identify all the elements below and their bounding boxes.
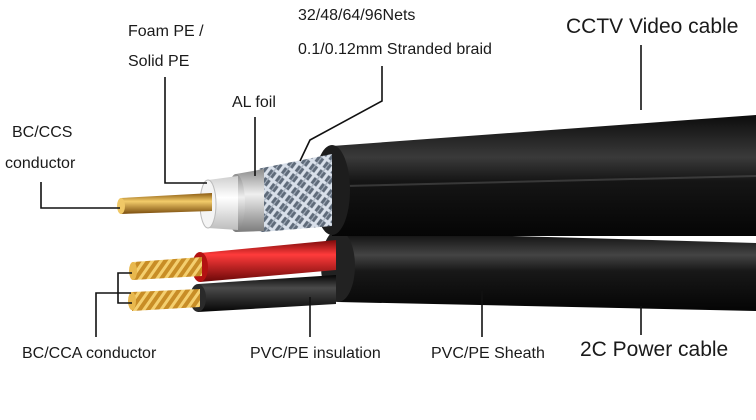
power-cable-jacket [338,231,756,311]
red-insulation [200,240,336,282]
leader-foam-pe [164,77,207,184]
leader-bc-cca [95,272,132,337]
label-foam-pe: Foam PE / [128,23,204,40]
red-strands [133,257,202,280]
video-cable-jacket [332,115,756,236]
braid-shield [262,154,332,232]
center-conductor [121,193,212,214]
leader-braid [299,66,383,162]
foam-dielectric [208,176,238,230]
label-pvc-pe-insulation: PVC/PE insulation [250,345,381,362]
label-braid: 0.1/0.12mm Stranded braid [298,41,492,58]
label-conductor: conductor [5,155,76,172]
label-2c-power-cable: 2C Power cable [580,338,729,361]
label-nets: 32/48/64/96Nets [298,7,416,24]
leader-bc-ccs [40,182,120,209]
label-cctv-video-cable: CCTV Video cable [566,15,739,38]
label-bc-ccs: BC/CCS [12,124,73,141]
label-bc-cca-conductor: BC/CCA conductor [22,345,157,362]
leader-lines [40,45,642,337]
black-insulation [198,275,336,312]
black-strands [132,289,200,311]
label-solid-pe: Solid PE [128,53,190,70]
label-pvc-pe-sheath: PVC/PE Sheath [431,345,545,362]
label-al-foil: AL foil [232,94,276,111]
